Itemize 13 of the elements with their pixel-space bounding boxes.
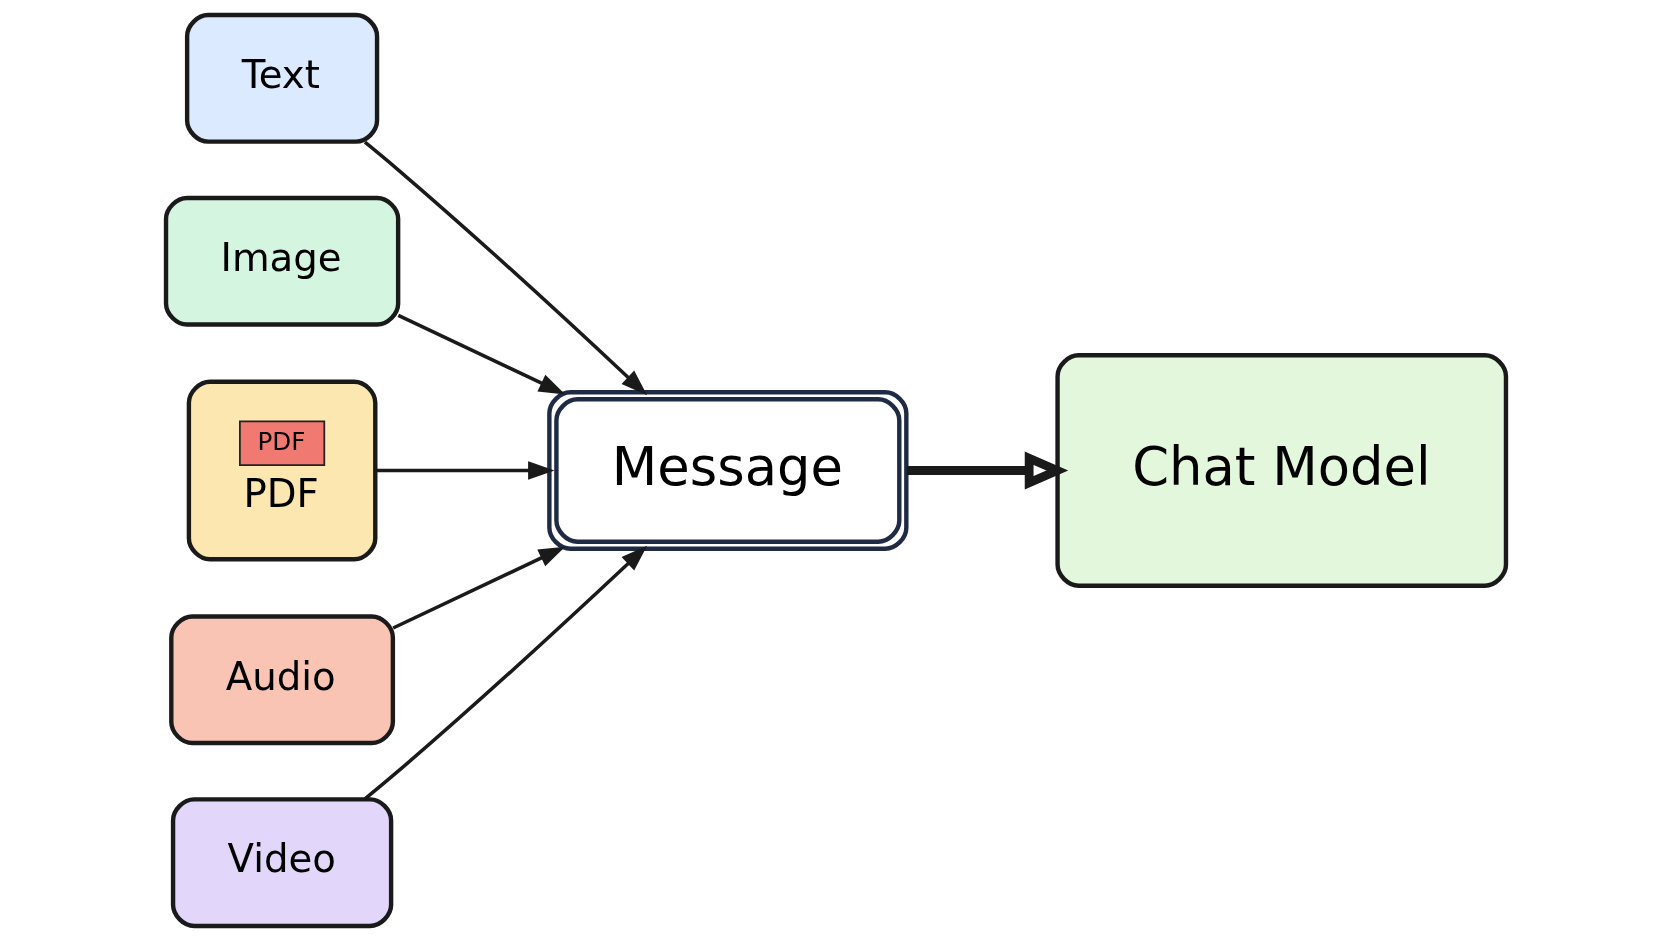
node-box: Text — [184, 12, 380, 144]
node-box: Video — [170, 797, 394, 929]
node-box: Message — [547, 390, 909, 551]
arrow — [363, 545, 648, 801]
arrow — [392, 546, 566, 630]
node-box: Chat Model — [1055, 353, 1509, 588]
arrow — [906, 451, 1069, 490]
node-box: Image — [163, 195, 401, 327]
node-box: PDF PDF — [186, 379, 378, 562]
node-box: Audio — [169, 614, 396, 746]
arrow — [375, 461, 555, 480]
arrow — [397, 313, 566, 395]
arrow — [363, 140, 648, 396]
